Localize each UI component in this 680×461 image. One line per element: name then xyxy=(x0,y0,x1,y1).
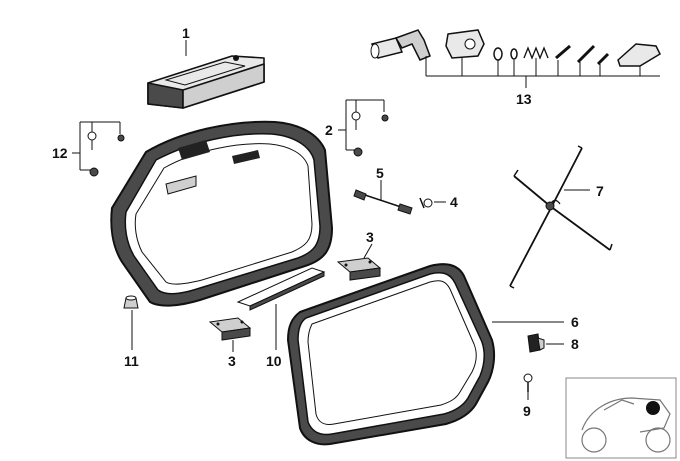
part-3-hinge-upper[interactable] xyxy=(336,257,382,281)
callout-12: 12 xyxy=(52,145,68,161)
callout-13: 13 xyxy=(516,91,532,107)
location-marker-icon xyxy=(646,401,660,415)
part-5-cable[interactable] xyxy=(353,189,413,215)
callout-8: 8 xyxy=(571,336,579,352)
callout-11: 11 xyxy=(124,353,139,369)
part-8-clip[interactable] xyxy=(527,333,545,353)
callout-3-upper: 3 xyxy=(366,229,374,245)
callout-1: 1 xyxy=(182,25,190,41)
part-1-handle[interactable] xyxy=(147,55,265,109)
callout-5: 5 xyxy=(376,165,384,181)
part-9-screw[interactable] xyxy=(523,373,533,392)
case-shell[interactable] xyxy=(110,120,334,307)
motorcycle-location-thumbnail xyxy=(565,377,677,459)
callout-4: 4 xyxy=(450,194,458,210)
part-2-screw-set[interactable] xyxy=(345,99,389,157)
part-7-wire-support[interactable] xyxy=(509,145,613,289)
callout-2: 2 xyxy=(325,122,333,138)
part-4-screw[interactable] xyxy=(419,197,433,209)
part-12-screw-set[interactable] xyxy=(79,121,125,177)
part-11-rubber-buffer[interactable] xyxy=(123,295,139,309)
part-3-hinge-lower[interactable] xyxy=(208,317,252,341)
callout-7: 7 xyxy=(596,183,604,199)
part-10-strip[interactable] xyxy=(236,267,326,311)
callout-9: 9 xyxy=(523,403,531,419)
part-6-lid-gasket[interactable] xyxy=(286,263,496,446)
callout-3-lower: 3 xyxy=(228,353,236,369)
part-13-lock-kit[interactable] xyxy=(370,29,661,88)
callout-6: 6 xyxy=(571,314,579,330)
leader-3-upper xyxy=(363,243,373,259)
callout-10: 10 xyxy=(266,353,282,369)
